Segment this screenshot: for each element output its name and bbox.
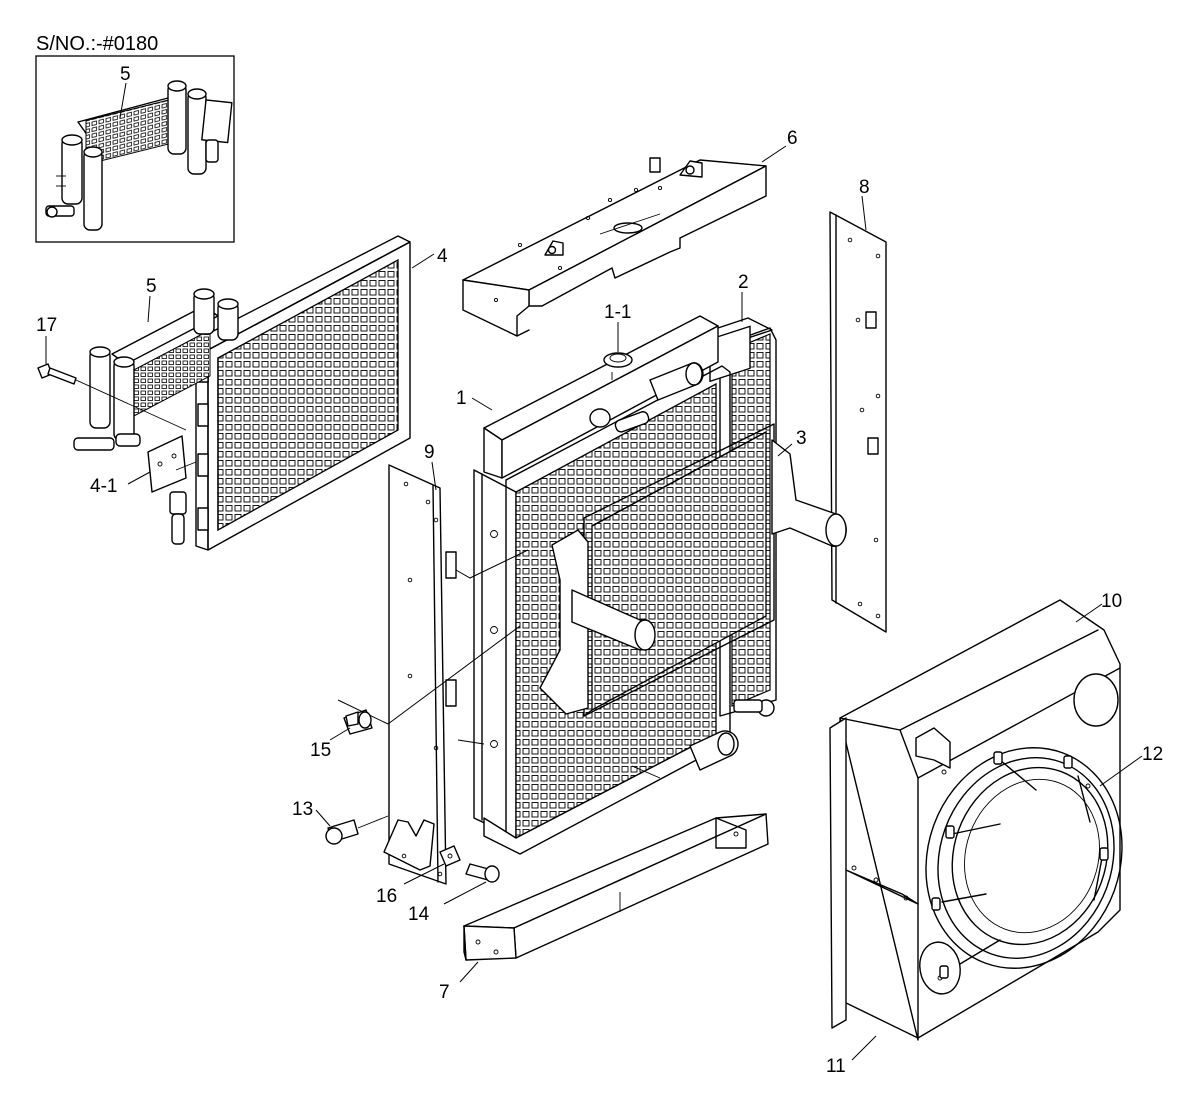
callout-3: 3 [796, 428, 807, 449]
part-1-radiator [473, 315, 739, 855]
part-15-bolt [343, 709, 373, 735]
callout-1-1: 1-1 [604, 302, 631, 323]
callout-10: 10 [1101, 591, 1122, 612]
part-4-oil-cooler-core [195, 235, 411, 551]
callout-11: 11 [826, 1056, 846, 1077]
serial-number-label: S/NO.:-#0180 [36, 33, 158, 55]
callout-5-inset: 5 [120, 64, 131, 85]
inset-frame [35, 55, 235, 243]
part-5-oil-cooler [73, 288, 239, 451]
part-8-right-side-plate [829, 211, 887, 633]
callout-4: 4 [437, 246, 448, 267]
part-12-fan-guard [925, 747, 1123, 979]
callout-13: 13 [292, 799, 313, 820]
part-9-left-side-plate [383, 464, 457, 885]
callout-2: 2 [738, 272, 749, 293]
part-4-1-bracket [147, 435, 197, 545]
callout-12: 12 [1142, 744, 1163, 765]
part-14-bolt [465, 863, 500, 883]
callout-6: 6 [787, 128, 798, 149]
part-10-fan-shroud [839, 599, 1121, 1041]
oil-cooler-inset [45, 80, 233, 231]
callout-16: 16 [376, 886, 397, 907]
part-7-bottom-tray [463, 813, 769, 961]
callout-14: 14 [408, 904, 430, 925]
callout-9: 9 [424, 442, 435, 463]
callout-17: 17 [36, 315, 57, 336]
part-17-bolt [37, 363, 187, 431]
callout-15: 15 [310, 740, 331, 761]
part-13-bolt [325, 815, 389, 845]
callout-5: 5 [146, 276, 157, 297]
part-6-top-bracket [462, 157, 767, 337]
callout-8: 8 [859, 177, 870, 198]
part-3-charge-air-cooler [539, 423, 847, 717]
part-16-clip [439, 845, 461, 867]
callout-7: 7 [439, 982, 450, 1003]
callout-1: 1 [456, 388, 467, 409]
part-11-shroud-plate [829, 717, 919, 1029]
callout-4-1: 4-1 [90, 476, 117, 497]
